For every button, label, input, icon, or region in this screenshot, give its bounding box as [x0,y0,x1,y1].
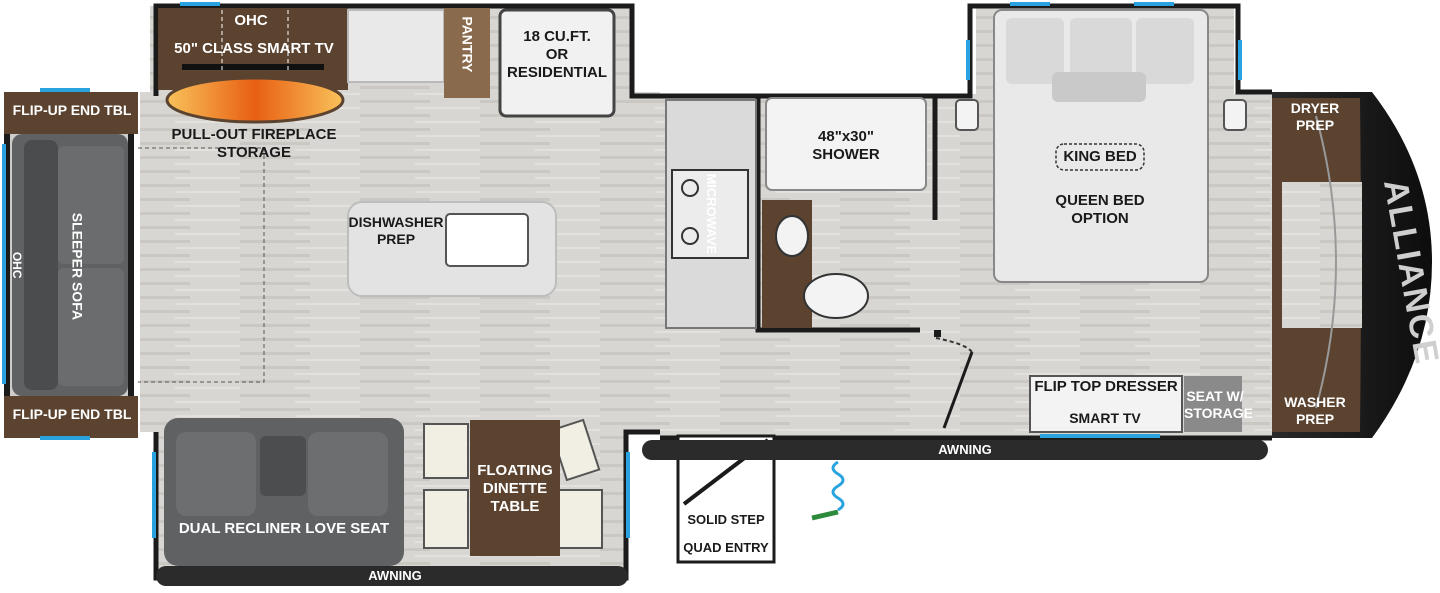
fireplace-label: PULL-OUT FIREPLACE STORAGE [171,126,337,161]
water-hose [831,460,845,512]
dishwasher-label: DISHWASHER PREP [348,214,444,247]
flip-top-dresser [1029,375,1183,433]
tv [182,64,324,70]
tv-label: 50" CLASS SMART TV [174,40,334,57]
pantry-label: PANTRY [459,16,476,73]
king-bed-label: KING BED [1063,148,1137,165]
dresser-label: FLIP TOP DRESSER [1034,378,1178,395]
recliner-seat-1 [176,432,256,516]
nightstand-right [1223,99,1247,131]
pantry [444,8,490,98]
recliner-label: DUAL RECLINER LOVE SEAT [178,520,390,537]
dining-chair-2 [423,489,469,549]
stove [671,169,749,259]
sofa-label: SLEEPER SOFA [69,212,86,321]
king-bed-outline [1055,143,1145,171]
awning-right-label: AWNING [938,442,992,457]
closet-rod [1315,115,1337,409]
shower [765,97,927,191]
awning-left-label: AWNING [368,568,422,583]
tv-ohc-lines [221,10,289,70]
bed-pillow-center [1052,72,1146,102]
bath-sink [775,215,809,257]
dining-chair-3 [557,489,603,549]
door-stop [934,330,941,337]
ohc-outline [138,147,265,383]
pillow-2 [1070,18,1132,84]
dining-chair-1 [423,423,469,479]
windows [2,2,1242,538]
recliner-console [260,436,306,496]
awning-bar-right [642,440,1268,460]
dryer-label: DRYER PREP [1290,100,1340,133]
dinette-table [470,420,560,556]
island-sink [445,213,529,267]
pillow-1 [1006,18,1064,84]
seat-storage-label: SEAT W/ STORAGE [1184,388,1253,421]
smart-tv-label: SMART TV [1069,410,1141,426]
seat-storage [1184,376,1242,432]
kitchen-counter [347,9,445,83]
nightstand-left [955,99,979,131]
end-table-top-label: FLIP-UP END TBL [12,102,132,118]
end-table-top [4,92,138,134]
dinette-label: FLOATING DINETTE TABLE [477,462,553,515]
refrigerator [498,8,616,118]
toilet [803,273,869,319]
end-table-bottom-label: FLIP-UP END TBL [12,406,132,422]
sleeper-sofa [12,134,128,396]
burner-1 [681,179,699,197]
quad-entry-label: QUAD ENTRY [683,540,769,555]
recliner-seat-2 [308,432,388,516]
tv-cabinet [158,8,348,90]
door [942,351,974,429]
shower-label: 48"x30" SHOWER [812,128,880,163]
queen-option-label: QUEEN BED OPTION [1055,192,1145,227]
awning-bar-left [156,566,628,586]
fireplace [165,76,345,124]
door-swing [935,337,973,353]
closet-floor [1282,182,1362,328]
end-table-bottom [4,396,138,438]
solid-step-label: SOLID STEP [687,512,765,527]
microwave-label: MICROWAVE [703,173,719,255]
hose-nozzle [811,509,839,521]
sofa-ohc-label: OHC [10,251,25,279]
fridge-label: 18 CU.FT. OR RESIDENTIAL [506,28,607,81]
pillow-3 [1136,18,1194,84]
tv-ohc-label: OHC [234,12,268,29]
burner-2 [681,227,699,245]
washer-label: WASHER PREP [1284,394,1346,427]
